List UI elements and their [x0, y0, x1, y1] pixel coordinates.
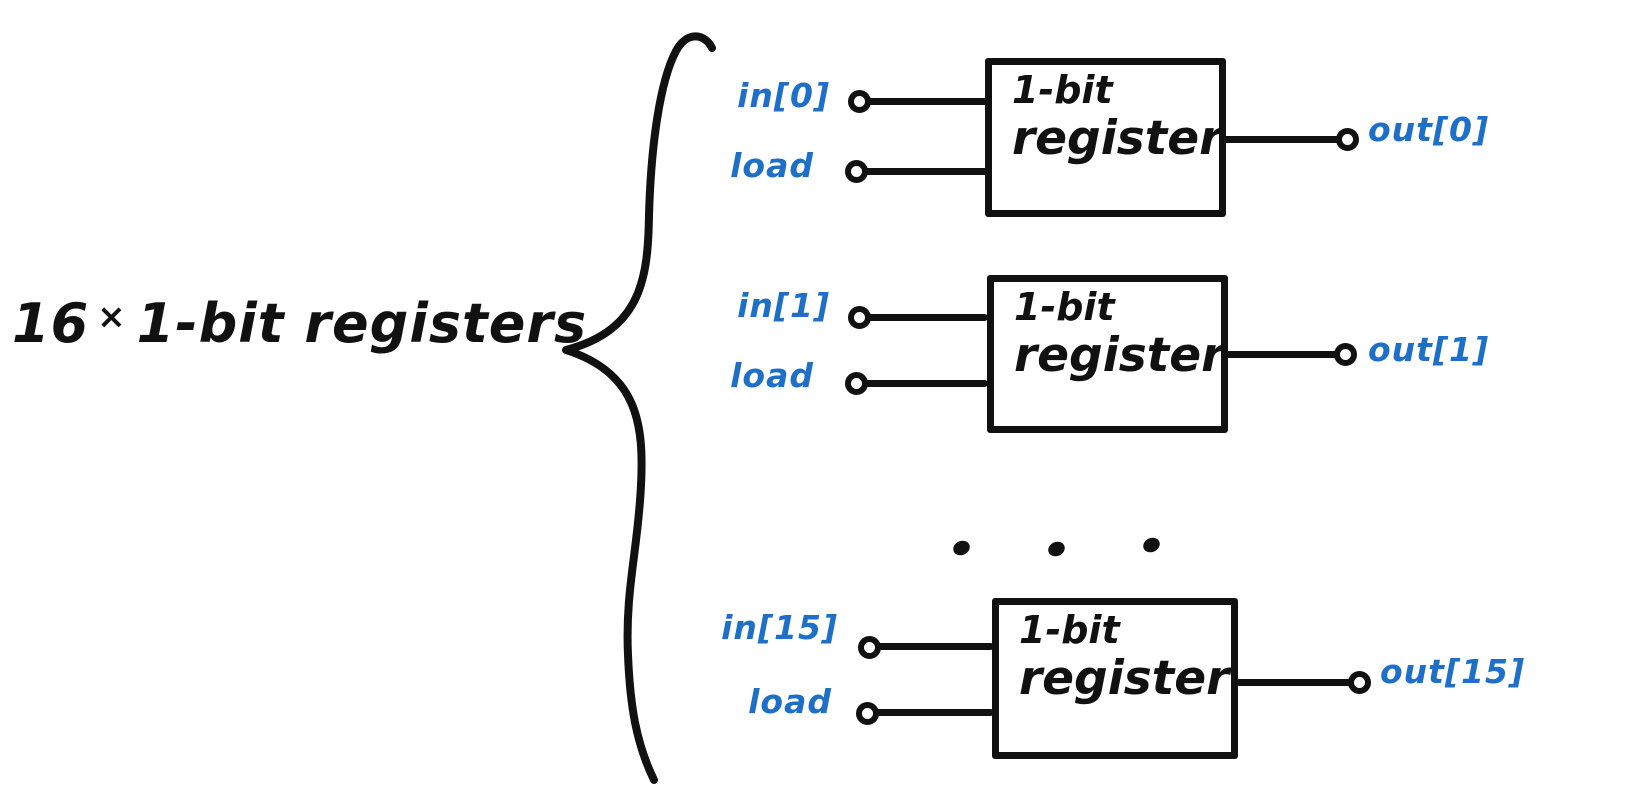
output-wire — [1222, 136, 1340, 143]
load-wire — [863, 168, 988, 175]
load-label: load — [748, 682, 832, 721]
register-box-label-line1: 1-bit — [1014, 285, 1115, 329]
group-label-times-sign: × — [97, 297, 127, 337]
input-label-in0: in[0] — [737, 76, 830, 115]
curly-brace — [562, 32, 716, 784]
input-wire — [866, 314, 988, 321]
register-box-label-line1: 1-bit — [1012, 68, 1113, 112]
output-label-out0: out[0] — [1368, 110, 1490, 149]
ellipsis-dot — [1140, 535, 1163, 555]
input-label-in15: in[15] — [721, 608, 838, 647]
input-wire — [866, 98, 988, 105]
output-terminal-icon — [1336, 128, 1359, 151]
ellipsis-dot — [1045, 539, 1068, 559]
load-label: load — [730, 146, 814, 185]
input-label-in1: in[1] — [737, 286, 830, 325]
group-label-count: 16 — [12, 292, 90, 355]
output-terminal-icon — [1348, 671, 1371, 694]
register-box-label-line2: register — [1012, 110, 1223, 166]
load-wire — [863, 380, 988, 387]
register-box-label-line2: register — [1014, 327, 1225, 383]
register-box: 1-bit register — [992, 598, 1238, 759]
register-box: 1-bit register — [987, 275, 1228, 433]
output-label-out1: out[1] — [1368, 330, 1490, 369]
group-label-text: 1-bit registers — [136, 292, 588, 355]
load-wire — [874, 709, 994, 716]
output-wire — [1224, 351, 1338, 358]
load-label: load — [730, 356, 814, 395]
register-box: 1-bit register — [985, 58, 1226, 217]
ellipsis-dot — [950, 538, 973, 558]
output-label-out15: out[15] — [1380, 652, 1526, 691]
input-wire — [876, 643, 994, 650]
output-wire — [1236, 679, 1352, 686]
register-box-label-line1: 1-bit — [1019, 608, 1120, 652]
register-box-label-line2: register — [1019, 650, 1230, 706]
output-terminal-icon — [1334, 343, 1357, 366]
group-label: 16×1-bit registers — [12, 292, 587, 355]
